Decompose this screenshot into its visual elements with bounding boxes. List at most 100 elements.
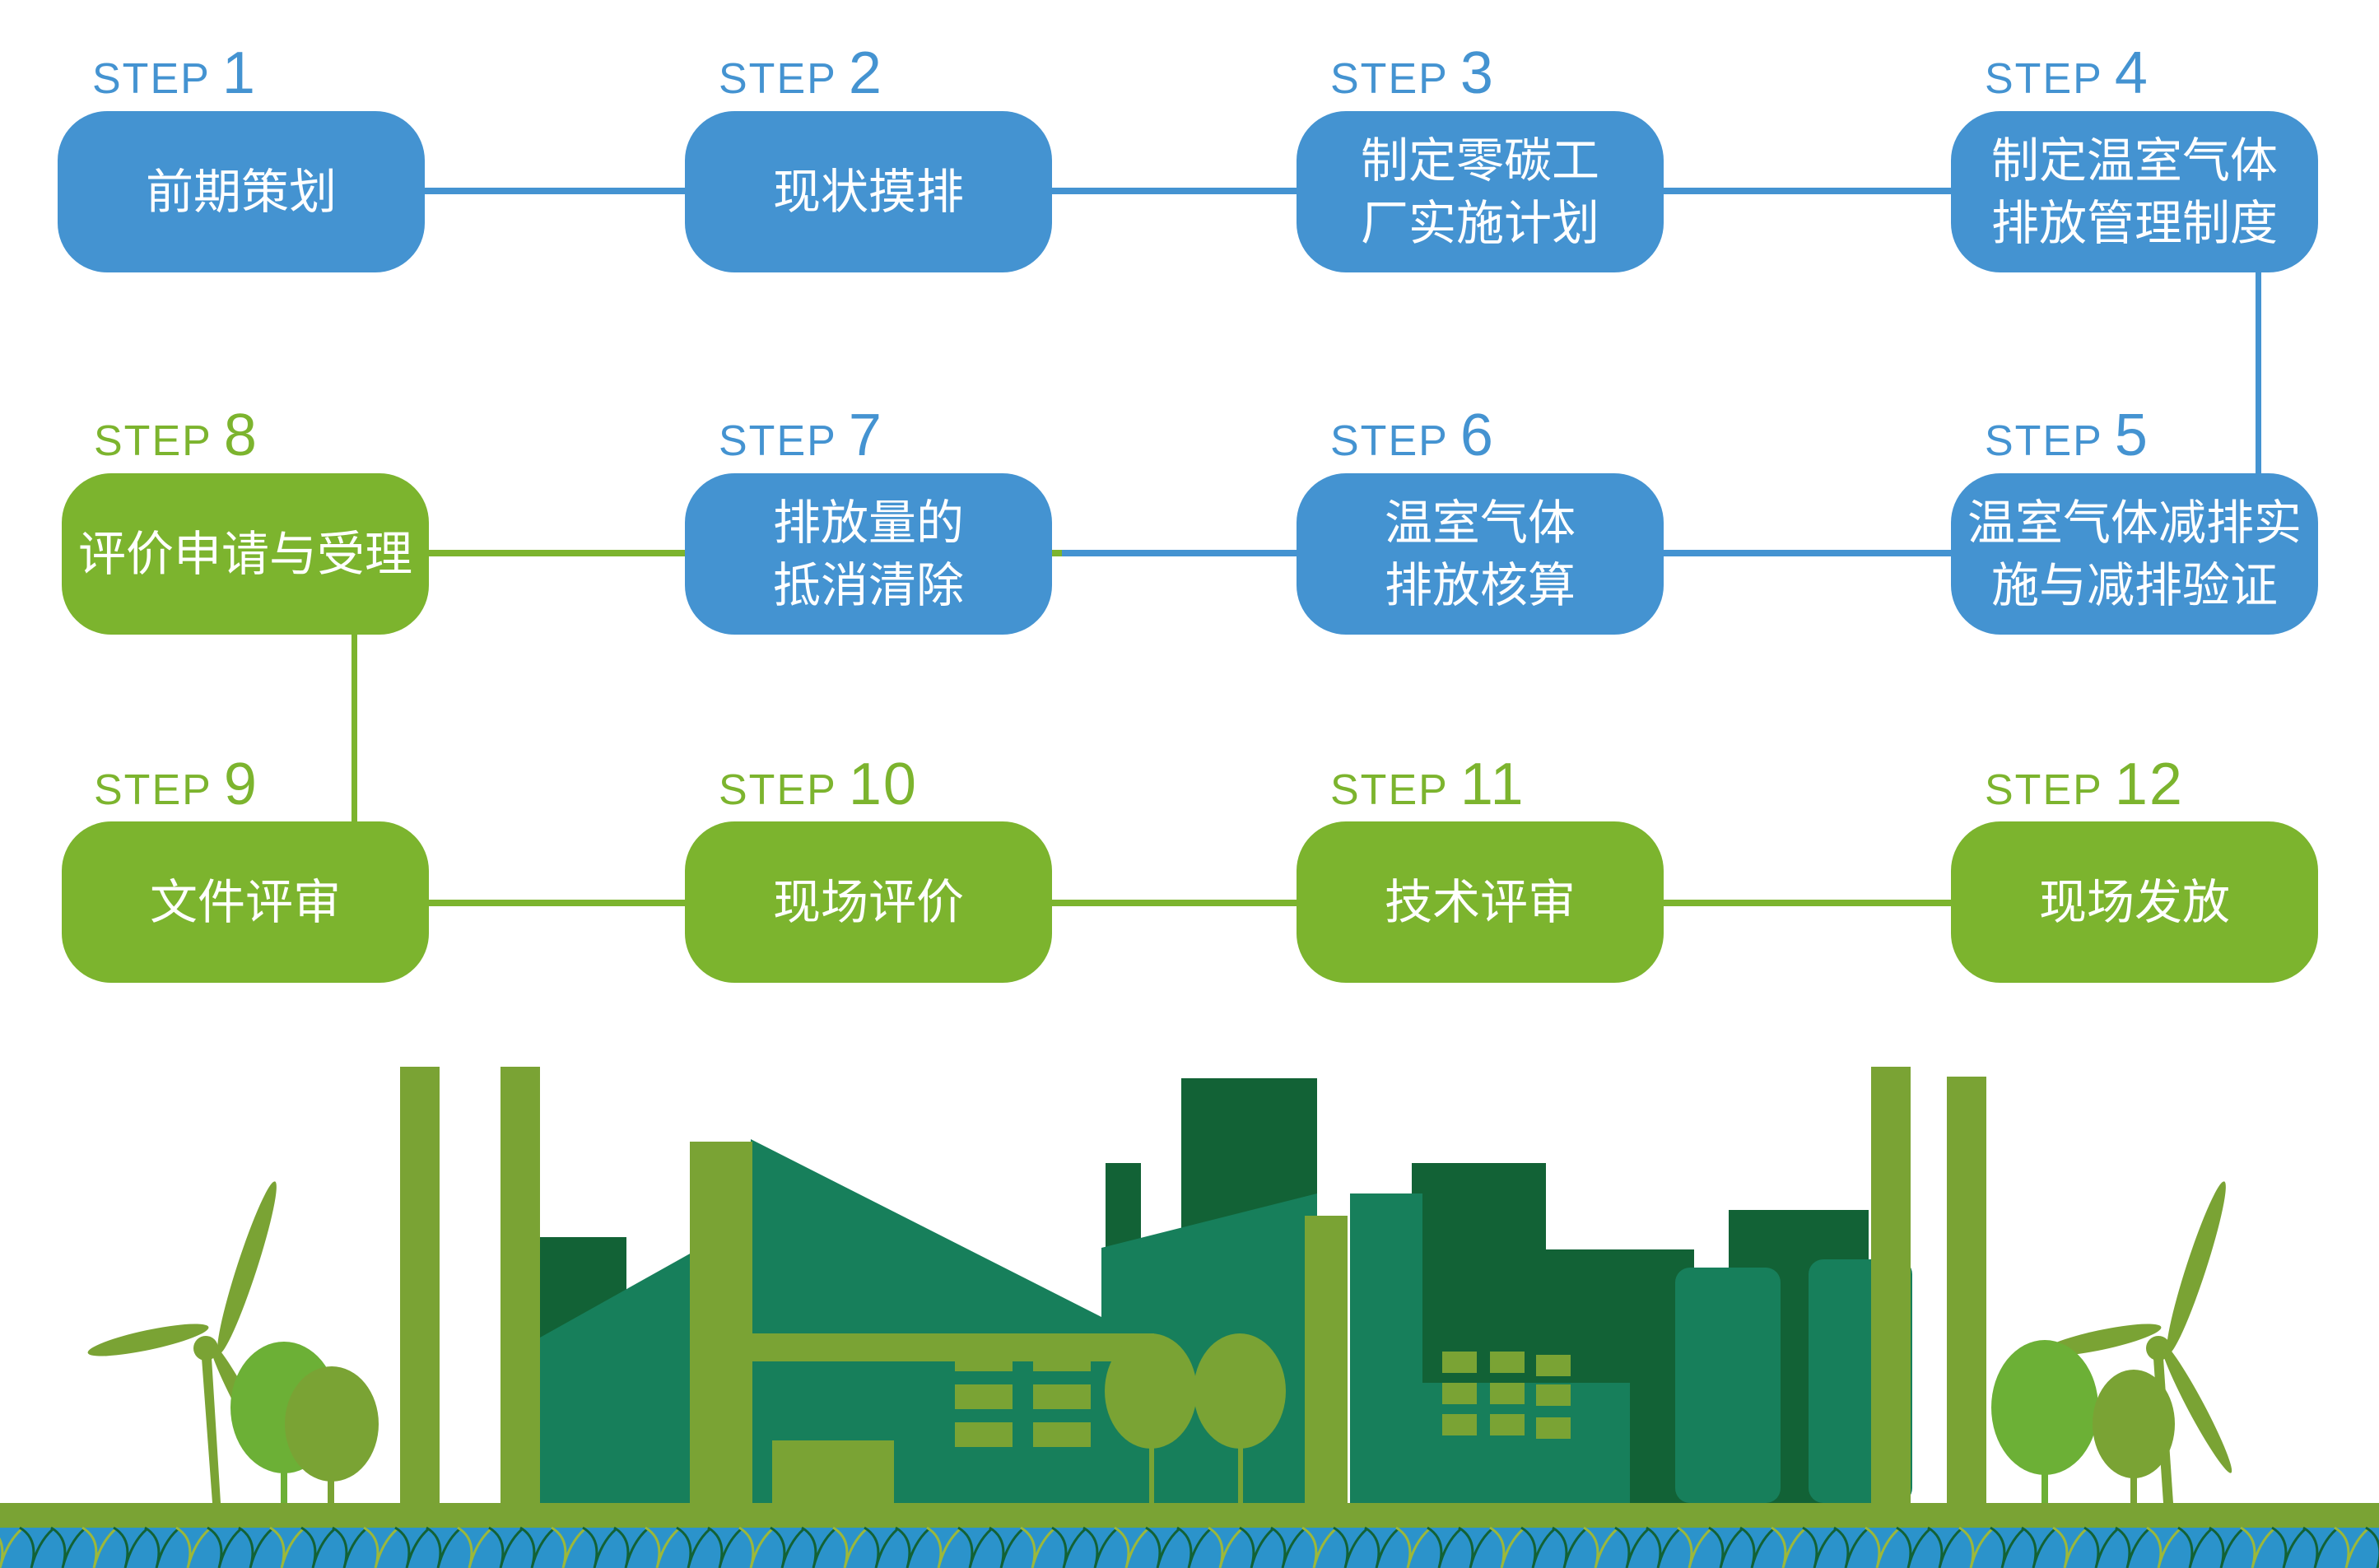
grass-blade (207, 1526, 242, 1568)
step-8-text: 评价申请与受理 (77, 526, 412, 582)
step-4-box[interactable]: 制定温室气体 排放管理制度 (1951, 111, 2318, 272)
step-9-box[interactable]: 文件评审 (62, 821, 429, 983)
grass-blade (2052, 1526, 2088, 1568)
frame-post-left (690, 1142, 752, 1503)
step-1-box[interactable]: 前期策划 (58, 111, 425, 272)
connector-row1 (412, 188, 1976, 194)
grass-blade (175, 1526, 211, 1568)
step-5-box[interactable]: 温室气体减排实 施与减排验证 (1951, 473, 2318, 635)
grass-blade (1082, 1526, 1118, 1568)
grass-blade (1552, 1526, 1587, 1568)
step-10-box[interactable]: 现场评价 (685, 821, 1052, 983)
connector-row3 (420, 900, 1984, 906)
grass-blade (926, 1526, 961, 1568)
grass-blade (1896, 1526, 1931, 1568)
grass-blade (1427, 1526, 1462, 1568)
step-10-text: 现场评价 (772, 874, 964, 930)
windows-left (955, 1347, 1091, 1447)
grass-blade (864, 1526, 899, 1568)
grass-blade (770, 1526, 805, 1568)
grass-blade (895, 1526, 930, 1568)
grass-blade (676, 1526, 711, 1568)
step-6-box[interactable]: 温室气体 排放核算 (1297, 473, 1664, 635)
grass-blade (269, 1526, 305, 1568)
grass-blade (238, 1526, 273, 1568)
grass-blade (1865, 1526, 1900, 1568)
grass-blade (2271, 1526, 2307, 1568)
grass-blade (738, 1526, 774, 1568)
grass-blade (1739, 1526, 1775, 1568)
grass-blade (2177, 1526, 2213, 1568)
grass-blade (2083, 1526, 2119, 1568)
step-1-text: 前期策划 (145, 164, 337, 220)
grass-blade (113, 1526, 148, 1568)
grass-blade (1270, 1526, 1306, 1568)
grass-blade (332, 1526, 367, 1568)
tree-right-2 (2093, 1370, 2175, 1503)
step-12-text: 现场发放 (2038, 874, 2230, 930)
factory-door (772, 1440, 894, 1503)
grass-blade (1145, 1526, 1180, 1568)
grass-blade (1364, 1526, 1399, 1568)
grass-blade (19, 1526, 54, 1568)
step-2-text: 现状摸排 (772, 164, 964, 220)
grass-blade (582, 1526, 617, 1568)
grass-blade (957, 1526, 993, 1568)
step-8-box[interactable]: 评价申请与受理 (62, 473, 429, 635)
grass-blade (0, 1528, 23, 1568)
step-11-box[interactable]: 技术评审 (1297, 821, 1664, 983)
grass-blade (707, 1526, 743, 1568)
grass-blade (1958, 1526, 1994, 1568)
chimney-right-1 (1871, 1067, 1911, 1503)
connector-4-5 (2256, 272, 2261, 477)
grass-blade (394, 1526, 430, 1568)
grass-blade (989, 1526, 1024, 1568)
step-2-box[interactable]: 现状摸排 (685, 111, 1052, 272)
connector-8-9 (351, 626, 357, 831)
grass-blade (801, 1526, 836, 1568)
grass-blade (2021, 1526, 2056, 1568)
grass-blade (1833, 1526, 1869, 1568)
chimney-right-2 (1947, 1077, 1986, 1503)
storage-tank-1 (1675, 1268, 1781, 1503)
grass-blade (1990, 1526, 2025, 1568)
step-11-text: 技术评审 (1384, 874, 1576, 930)
grass-blade (1114, 1526, 1149, 1568)
grass-blade (1614, 1526, 1650, 1568)
grass-blade (457, 1526, 492, 1568)
grass-blade (1677, 1526, 1712, 1568)
step-12-box[interactable]: 现场发放 (1951, 821, 2318, 983)
grass-blade (1208, 1526, 1243, 1568)
grass-blade (832, 1526, 868, 1568)
grass-blade (488, 1526, 524, 1568)
tree-centre-2 (1194, 1333, 1286, 1503)
grass-blade (1520, 1526, 1556, 1568)
grass-blade (2334, 1526, 2369, 1568)
grass-blade (1333, 1526, 1368, 1568)
grass-blade (426, 1526, 461, 1568)
factory-hall-left (540, 1253, 691, 1503)
grass-blade (645, 1526, 680, 1568)
grass-blade (1927, 1526, 1962, 1568)
step-7-box[interactable]: 排放量的 抵消清除 (685, 473, 1052, 635)
tree-left-2 (285, 1366, 379, 1503)
grass-blade (363, 1526, 398, 1568)
grass-blade (613, 1526, 649, 1568)
step-6-text: 温室气体 排放核算 (1384, 495, 1576, 613)
grass-blade (551, 1526, 586, 1568)
step-3-text: 制定零碳工 厂实施计划 (1360, 133, 1599, 251)
frame-beam (751, 1333, 1154, 1361)
factory-hall-roof (751, 1139, 1101, 1503)
tree-centre-1 (1105, 1333, 1197, 1503)
grass-blade (1051, 1526, 1087, 1568)
grass-blade (1802, 1526, 1837, 1568)
step-3-box[interactable]: 制定零碳工 厂实施计划 (1297, 111, 1664, 272)
grass-blade (50, 1526, 86, 1568)
grass-blade (2146, 1526, 2181, 1568)
chimney-left-2 (500, 1067, 540, 1503)
